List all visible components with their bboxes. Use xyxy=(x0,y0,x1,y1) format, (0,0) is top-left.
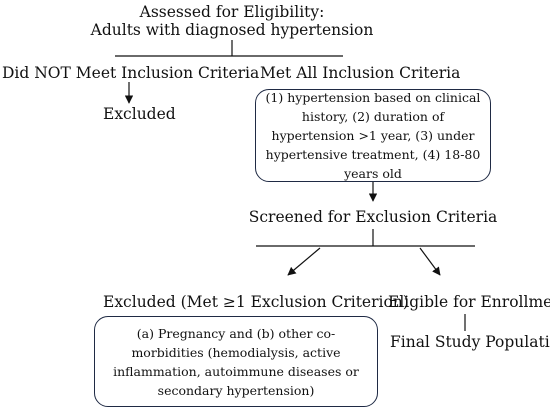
final-population-label: Final Study Population xyxy=(390,333,550,351)
excluded-diagonal-arrow xyxy=(287,247,321,276)
left-branch-label: Did NOT Meet Inclusion Criteria xyxy=(2,64,260,82)
eligible-diagonal-arrow xyxy=(419,247,441,276)
screening-label: Screened for Exclusion Criteria xyxy=(248,208,498,226)
inclusion-criteria-text: (1) hypertension based on clinical histo… xyxy=(265,90,481,181)
excluded-label: Excluded xyxy=(103,105,176,123)
exclusion-criteria-box: (a) Pregnancy and (b) other co-morbiditi… xyxy=(94,316,378,407)
top-node-line1: Assessed for Eligibility: xyxy=(139,3,325,21)
right-branch-label: Met All Inclusion Criteria xyxy=(260,64,461,82)
exclusion-criteria-text: (a) Pregnancy and (b) other co-morbiditi… xyxy=(113,325,359,398)
eligible-label: Eligible for Enrollment xyxy=(388,293,550,311)
excluded-exclusion-label: Excluded (Met ≥1 Exclusion Criterion) xyxy=(103,293,409,311)
top-node-line2: Adults with diagnosed hypertension xyxy=(90,21,374,39)
inclusion-criteria-box: (1) hypertension based on clinical histo… xyxy=(255,89,491,182)
